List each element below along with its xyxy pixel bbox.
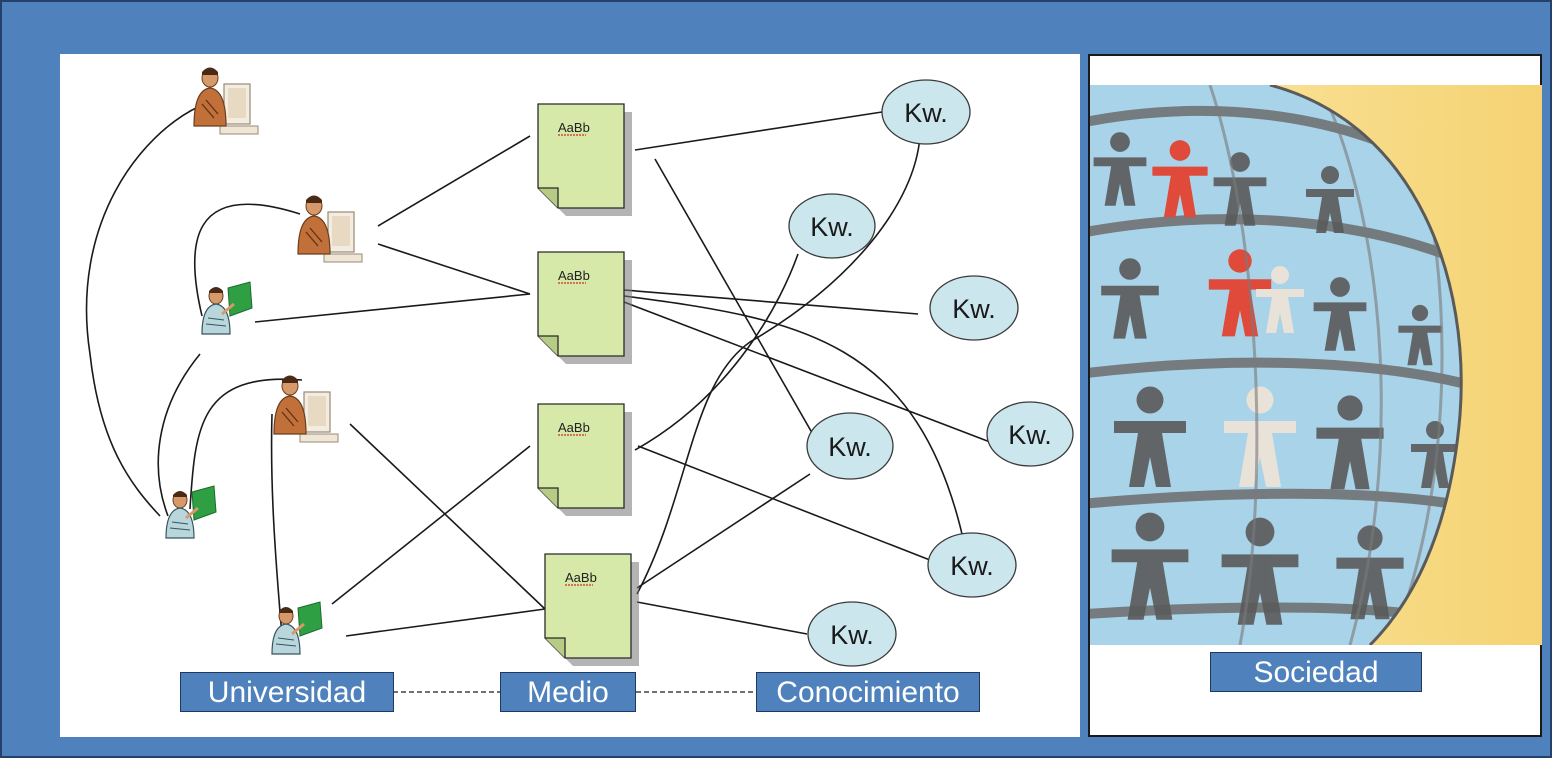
document-label: AaBb <box>558 268 590 283</box>
document-label: AaBb <box>558 120 590 135</box>
keyword-node <box>788 193 876 259</box>
keyword-node <box>929 275 1019 341</box>
keyword-label: Kw. <box>950 551 994 581</box>
keyword-label: Kw. <box>828 432 872 462</box>
conocimiento-label: Conocimiento <box>756 672 980 712</box>
society-panel: Sociedad <box>1088 54 1542 737</box>
network-diagram: AaBb AaBb AaBb AaBb <box>85 66 1074 693</box>
universidad-label: Universidad <box>180 672 394 712</box>
researcher-icon <box>297 194 363 263</box>
keyword-node <box>807 601 897 667</box>
sociedad-label: Sociedad <box>1210 652 1422 692</box>
medio-label: Medio <box>500 672 636 712</box>
document-label: AaBb <box>558 420 590 435</box>
document-node: AaBb <box>537 251 633 365</box>
keyword-label: Kw. <box>904 98 948 128</box>
presenter-icon <box>200 280 254 336</box>
keyword-node <box>986 401 1074 467</box>
researcher-icon <box>193 66 259 135</box>
network-diagram-panel: AaBb AaBb AaBb AaBb <box>60 54 1080 737</box>
keyword-node <box>806 412 894 480</box>
keyword-label: Kw. <box>1008 420 1052 450</box>
keyword-label: Kw. <box>952 294 996 324</box>
document-label: AaBb <box>565 570 597 585</box>
document-node: AaBb <box>544 553 640 667</box>
keyword-node <box>881 79 971 145</box>
document-node: AaBb <box>537 103 633 217</box>
keyword-label: Kw. <box>810 212 854 242</box>
keyword-label: Kw. <box>830 620 874 650</box>
globe-of-people-icon <box>1090 85 1542 645</box>
keyword-node <box>927 532 1017 598</box>
document-node: AaBb <box>537 403 633 517</box>
researcher-icon <box>273 374 339 443</box>
